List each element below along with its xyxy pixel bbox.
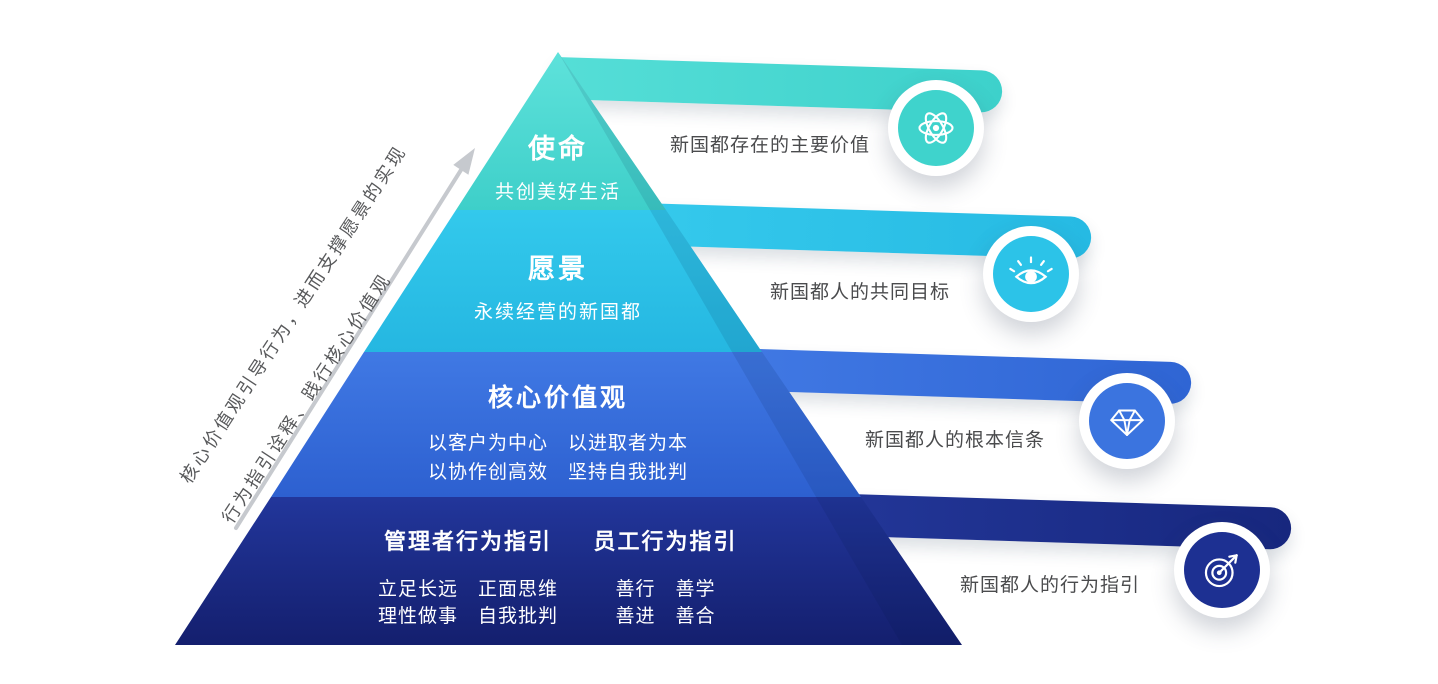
level-4-employee-guide: 员工行为指引 善行 善学 善进 善合 bbox=[553, 524, 778, 630]
atom-icon bbox=[918, 112, 954, 144]
level-3-core-values: 核心价值观 以客户为中心 以进取者为本 以协作创高效 坚持自我批判 bbox=[338, 378, 778, 487]
level-4-employee-line-2: 善进 善合 bbox=[615, 605, 716, 627]
level-4-employee-line-1: 善行 善学 bbox=[615, 578, 716, 600]
ribbon-core-values-label: 新国都人的根本信条 bbox=[864, 429, 1045, 451]
eye-icon bbox=[1009, 256, 1053, 285]
level-4-manager-line-1: 立足长远 正面思维 bbox=[377, 578, 558, 600]
vision-badge-circle bbox=[993, 236, 1069, 312]
behavior-guide-badge-circle bbox=[1184, 532, 1260, 608]
pyramid-level-3-shape bbox=[271, 352, 861, 497]
mission-badge-circle bbox=[898, 90, 974, 166]
pyramid-level-4-shape bbox=[175, 497, 962, 645]
level-1-subtitle: 共创美好生活 bbox=[494, 181, 621, 203]
level-4-manager-guide: 管理者行为指引 立足长远 正面思维 理性做事 自我批判 bbox=[348, 524, 588, 630]
diamond-icon bbox=[1110, 409, 1144, 436]
ribbon-vision-label: 新国都人的共同目标 bbox=[769, 281, 950, 303]
core-values-badge-circle bbox=[1089, 383, 1165, 459]
pyramid-level-1-shape bbox=[456, 52, 666, 210]
pyramid-shaded-facet bbox=[558, 52, 962, 645]
behavior-guide-badge bbox=[1174, 522, 1270, 618]
level-3-line-2: 以协作创高效 坚持自我批判 bbox=[427, 461, 688, 483]
level-4-manager-title: 管理者行为指引 bbox=[383, 530, 552, 555]
mission-badge bbox=[888, 80, 984, 176]
target-icon bbox=[1204, 554, 1238, 588]
ribbon-mission-label: 新国都存在的主要价值 bbox=[669, 134, 870, 156]
growth-arrow bbox=[234, 148, 475, 530]
level-3-line-1: 以客户为中心 以进取者为本 bbox=[427, 432, 688, 454]
core-values-badge bbox=[1079, 373, 1175, 469]
level-2-subtitle: 永续经营的新国都 bbox=[473, 301, 642, 323]
level-2-title: 愿景 bbox=[528, 254, 588, 285]
pyramid-level-2-shape bbox=[364, 210, 762, 352]
level-1-mission: 使命 共创美好生活 bbox=[398, 127, 718, 204]
level-3-title: 核心价值观 bbox=[487, 383, 628, 412]
level-4-manager-line-2: 理性做事 自我批判 bbox=[377, 605, 558, 627]
ribbon-behavior-guide-label: 新国都人的行为指引 bbox=[959, 574, 1140, 596]
level-4-employee-title: 员工行为指引 bbox=[593, 530, 738, 555]
vision-badge bbox=[983, 226, 1079, 322]
level-2-vision: 愿景 永续经营的新国都 bbox=[398, 247, 718, 324]
level-1-title: 使命 bbox=[528, 134, 588, 165]
